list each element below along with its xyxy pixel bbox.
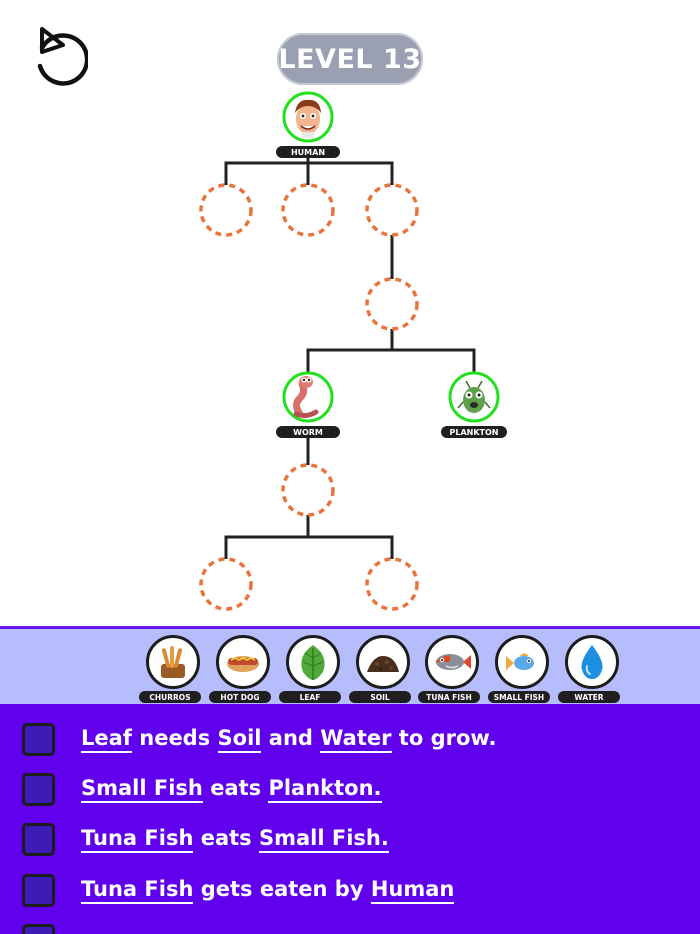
- clue-connector: to grow.: [391, 725, 497, 750]
- clue-term: Soil: [217, 726, 262, 753]
- clue-term: Small Fish.: [258, 826, 389, 853]
- level-label: LEVEL 13: [278, 43, 422, 75]
- clue-checkbox[interactable]: [22, 923, 55, 934]
- tree-node-plankton: [448, 371, 500, 423]
- clue-text: Leaf needs Soil and Water to grow.: [81, 726, 496, 753]
- answer-tray: CHURROS HOT DOG LEAF: [0, 626, 700, 704]
- clue-term: Water: [320, 726, 392, 753]
- empty-slot[interactable]: [281, 463, 335, 517]
- clue-checkbox[interactable]: [22, 822, 55, 856]
- hot-dog-icon: [227, 656, 259, 672]
- tree-node-worm: [282, 371, 334, 423]
- tray-item-tuna-fish[interactable]: TUNA FISH: [416, 635, 486, 703]
- human-face-icon: [295, 99, 321, 138]
- tray-item-circle: [216, 635, 270, 689]
- clue-connector: eats: [193, 825, 259, 850]
- restart-button[interactable]: [28, 26, 90, 88]
- empty-slot[interactable]: [365, 183, 419, 237]
- tray-item-label: WATER: [558, 691, 620, 703]
- tray-item-churros[interactable]: CHURROS: [137, 635, 207, 703]
- tray-item-circle: [565, 635, 619, 689]
- clue-row: Tuna Fish gets eaten by Human: [22, 870, 455, 910]
- churros-icon: [161, 646, 185, 678]
- clue-term: Tuna Fish: [81, 826, 194, 853]
- clue-term: Tuna Fish: [81, 877, 194, 904]
- clue-checkbox[interactable]: [22, 722, 55, 756]
- tree-connectors: [224, 150, 476, 560]
- tree-node-human: [282, 91, 334, 143]
- empty-slot[interactable]: [199, 557, 253, 611]
- node-label-plankton: PLANKTON: [441, 426, 507, 438]
- clue-connector: needs: [131, 725, 218, 750]
- tray-item-circle: [356, 635, 410, 689]
- clue-checkbox[interactable]: [22, 772, 55, 806]
- tray-item-leaf[interactable]: LEAF: [277, 635, 347, 703]
- clues-panel: Leaf needs Soil and Water to grow. Small…: [0, 704, 700, 934]
- leaf-icon: [301, 645, 325, 680]
- tray-item-label: HOT DOG: [209, 691, 271, 703]
- clue-text: Tuna Fish gets eaten by Human: [81, 876, 455, 904]
- clue-connector: and: [261, 725, 321, 750]
- clue-text: Tuna Fish eats Small Fish.: [81, 826, 389, 853]
- node-label-human: HUMAN: [276, 146, 340, 158]
- tray-item-small-fish[interactable]: SMALL FISH: [486, 635, 556, 703]
- tray-item-circle: [425, 635, 479, 689]
- clue-term: Plankton.: [268, 776, 382, 803]
- tuna-fish-icon: [435, 654, 471, 670]
- node-label-worm: WORM: [276, 426, 340, 438]
- empty-slot[interactable]: [281, 183, 335, 237]
- clue-term: Human: [370, 877, 455, 904]
- worm-icon: [293, 376, 319, 419]
- clue-row: Leaf needs Soil and Water to grow.: [22, 719, 496, 759]
- small-fish-icon: [506, 653, 534, 670]
- tray-item-label: CHURROS: [139, 691, 201, 703]
- clue-row-partial: [22, 920, 81, 934]
- tray-item-water[interactable]: WATER: [556, 635, 626, 703]
- tray-item-circle: [146, 635, 200, 689]
- clue-text: Small Fish eats Plankton.: [81, 776, 382, 803]
- clue-row: Tuna Fish eats Small Fish.: [22, 819, 389, 859]
- tray-item-soil[interactable]: SOIL: [347, 635, 417, 703]
- tray-item-label: TUNA FISH: [418, 691, 480, 703]
- clue-term: Leaf: [81, 726, 132, 753]
- tray-item-circle: [286, 635, 340, 689]
- tray-item-circle: [495, 635, 549, 689]
- level-indicator: LEVEL 13: [277, 33, 423, 85]
- clue-connector: eats: [202, 775, 269, 800]
- restart-icon: [37, 27, 90, 86]
- tray-item-label: SOIL: [349, 691, 411, 703]
- clue-row: Small Fish eats Plankton.: [22, 769, 382, 809]
- empty-slot[interactable]: [365, 557, 419, 611]
- clue-connector: gets eaten by: [193, 876, 371, 901]
- empty-slot[interactable]: [365, 277, 419, 331]
- clue-term: Small Fish: [81, 776, 203, 803]
- plankton-icon: [457, 380, 491, 413]
- tray-item-hot-dog[interactable]: HOT DOG: [207, 635, 277, 703]
- tray-item-label: LEAF: [279, 691, 341, 703]
- empty-slot[interactable]: [199, 183, 253, 237]
- clue-checkbox[interactable]: [22, 873, 55, 907]
- water-drop-icon: [581, 645, 603, 679]
- food-chain-tree: [199, 91, 500, 611]
- soil-icon: [367, 656, 399, 672]
- tray-item-label: SMALL FISH: [488, 691, 550, 703]
